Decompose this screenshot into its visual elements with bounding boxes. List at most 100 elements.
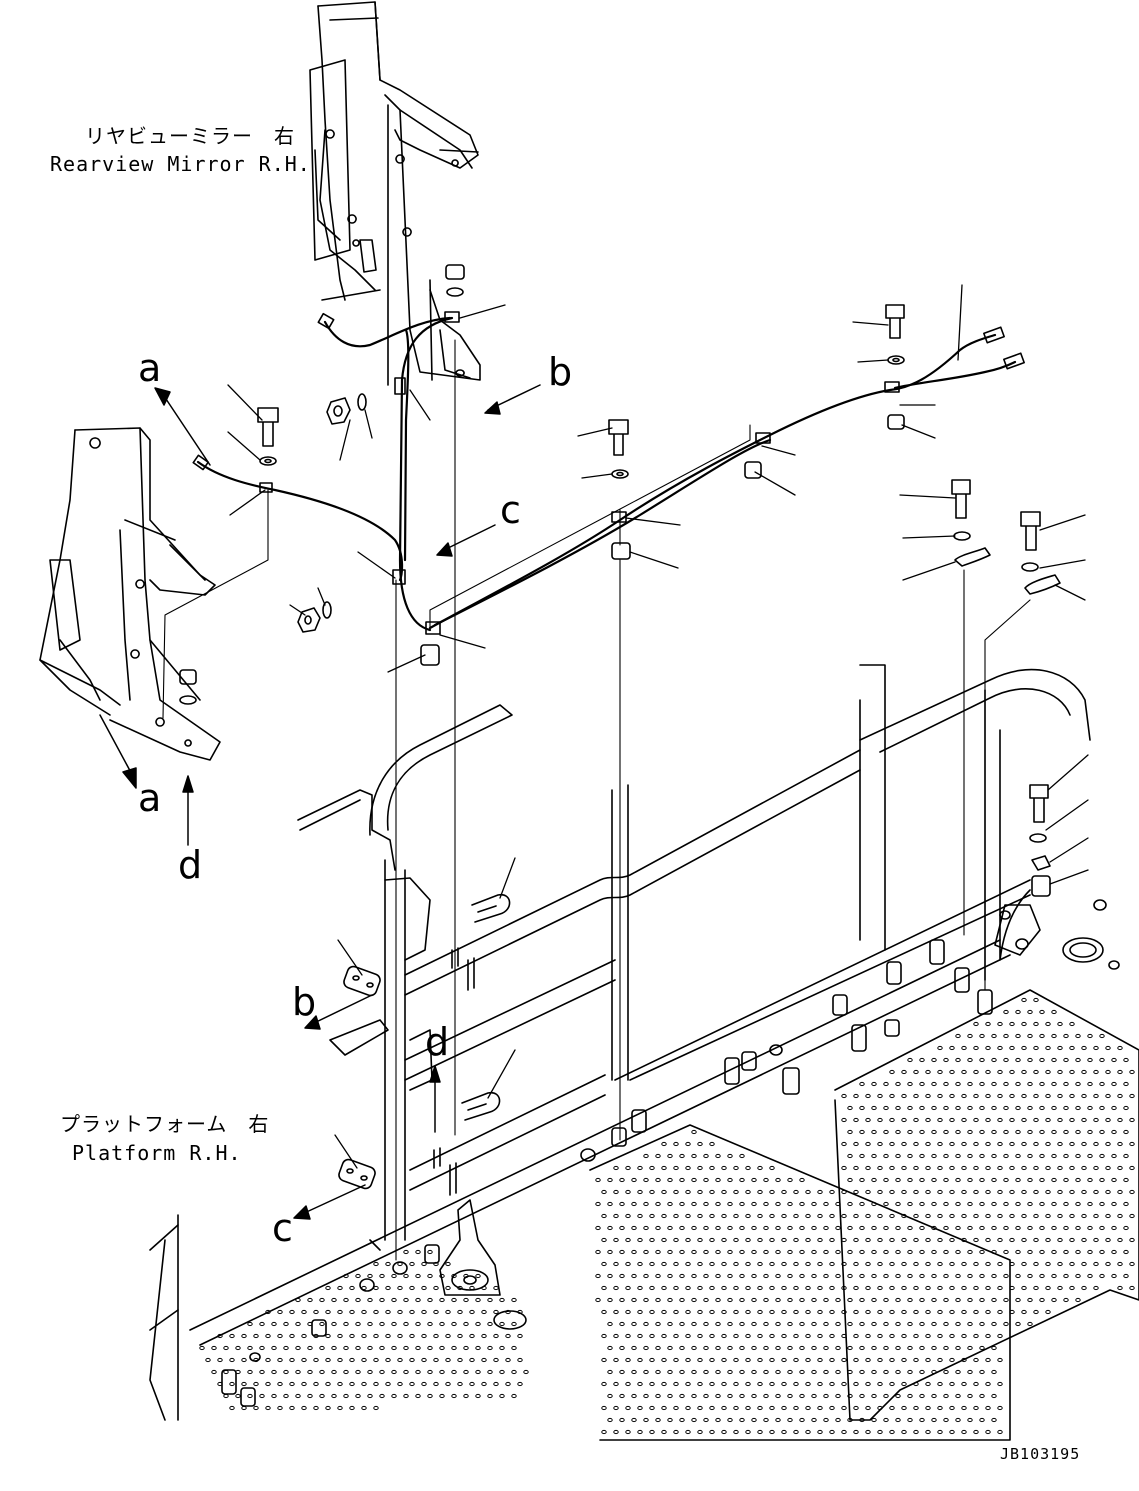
perforation-hole — [890, 1070, 894, 1073]
perforation-hole — [1052, 1178, 1056, 1181]
perforation-hole — [1070, 1238, 1074, 1241]
perforation-hole — [848, 1202, 852, 1205]
perforation-hole — [416, 1394, 420, 1397]
perforation-hole — [332, 1394, 336, 1397]
perforation-hole — [872, 1346, 876, 1349]
perforation-hole — [758, 1406, 762, 1409]
perforation-hole — [656, 1226, 660, 1229]
perforation-hole — [704, 1298, 708, 1301]
perforation-hole — [950, 1046, 954, 1049]
perforation-hole — [872, 1394, 876, 1397]
perforation-hole — [896, 1274, 900, 1277]
perforation-hole — [1106, 1046, 1110, 1049]
perforation-hole — [836, 1298, 840, 1301]
perforation-hole — [914, 1070, 918, 1073]
perforation-hole — [710, 1310, 714, 1313]
perforation-hole — [1022, 1286, 1026, 1289]
perforation-hole — [302, 1382, 306, 1385]
perforation-hole — [1124, 1106, 1128, 1109]
perforation-hole — [872, 1106, 876, 1109]
perforation-hole — [1028, 1298, 1032, 1301]
perforation-hole — [896, 1370, 900, 1373]
perforation-hole — [1022, 998, 1026, 1001]
perforation-hole — [974, 1310, 978, 1313]
perforation-hole — [776, 1346, 780, 1349]
perforation-hole — [524, 1370, 528, 1373]
wiring-harness — [198, 318, 1015, 630]
perforation-hole — [860, 1346, 864, 1349]
perforation-hole — [278, 1310, 282, 1313]
perforation-hole — [902, 1142, 906, 1145]
perforation-hole — [284, 1394, 288, 1397]
perforation-hole — [470, 1286, 474, 1289]
perforation-hole — [290, 1382, 294, 1385]
perforation-hole — [356, 1298, 360, 1301]
perforation-hole — [410, 1334, 414, 1337]
perforation-hole — [422, 1310, 426, 1313]
perforation-hole — [854, 1190, 858, 1193]
perforation-hole — [710, 1262, 714, 1265]
perforation-hole — [728, 1274, 732, 1277]
perforation-hole — [674, 1406, 678, 1409]
perforation-hole — [806, 1382, 810, 1385]
perforation-hole — [854, 1406, 858, 1409]
perforation-hole — [896, 1418, 900, 1421]
perforation-hole — [914, 1358, 918, 1361]
perforation-hole — [974, 1358, 978, 1361]
perforation-hole — [812, 1274, 816, 1277]
perforation-hole — [848, 1178, 852, 1181]
perforation-hole — [1028, 1082, 1032, 1085]
perforation-hole — [788, 1226, 792, 1229]
perforation-hole — [608, 1322, 612, 1325]
perforation-hole — [764, 1346, 768, 1349]
perforation-hole — [632, 1250, 636, 1253]
perforation-hole — [656, 1298, 660, 1301]
perforation-hole — [758, 1334, 762, 1337]
perforation-hole — [896, 1250, 900, 1253]
perforation-hole — [902, 1238, 906, 1241]
perforation-hole — [1082, 1166, 1086, 1169]
perforation-hole — [998, 1094, 1002, 1097]
perforation-hole — [380, 1298, 384, 1301]
perforation-hole — [626, 1430, 630, 1433]
perforation-hole — [614, 1310, 618, 1313]
perforation-hole — [452, 1322, 456, 1325]
perforation-hole — [326, 1286, 330, 1289]
perforation-hole — [740, 1418, 744, 1421]
perforation-hole — [308, 1370, 312, 1373]
perforation-hole — [674, 1238, 678, 1241]
perforation-hole — [692, 1202, 696, 1205]
perforation-hole — [488, 1370, 492, 1373]
perforation-hole — [854, 1142, 858, 1145]
perforation-hole — [1058, 1166, 1062, 1169]
perforation-hole — [398, 1310, 402, 1313]
perforation-hole — [608, 1202, 612, 1205]
perforation-hole — [1076, 1130, 1080, 1133]
perforation-hole — [254, 1358, 258, 1361]
perforation-hole — [686, 1334, 690, 1337]
perforation-hole — [1052, 1154, 1056, 1157]
perforation-hole — [686, 1430, 690, 1433]
perforation-hole — [422, 1382, 426, 1385]
perforation-hole — [974, 1430, 978, 1433]
perforation-hole — [1028, 1226, 1032, 1229]
perforation-hole — [404, 1322, 408, 1325]
perforation-hole — [458, 1382, 462, 1385]
perforation-hole — [926, 1166, 930, 1169]
perforation-hole — [1064, 1130, 1068, 1133]
perforation-hole — [410, 1382, 414, 1385]
perforation-hole — [1052, 1250, 1056, 1253]
perforation-hole — [296, 1394, 300, 1397]
perforation-hole — [212, 1346, 216, 1349]
perforation-hole — [872, 1298, 876, 1301]
perforation-hole — [1004, 1034, 1008, 1037]
perforation-hole — [638, 1238, 642, 1241]
perforation-hole — [236, 1346, 240, 1349]
perforation-hole — [872, 1370, 876, 1373]
perforation-hole — [1058, 1094, 1062, 1097]
perforation-hole — [620, 1178, 624, 1181]
perforation-hole — [1112, 1130, 1116, 1133]
perforation-hole — [740, 1370, 744, 1373]
perforation-hole — [644, 1178, 648, 1181]
perforation-hole — [836, 1202, 840, 1205]
